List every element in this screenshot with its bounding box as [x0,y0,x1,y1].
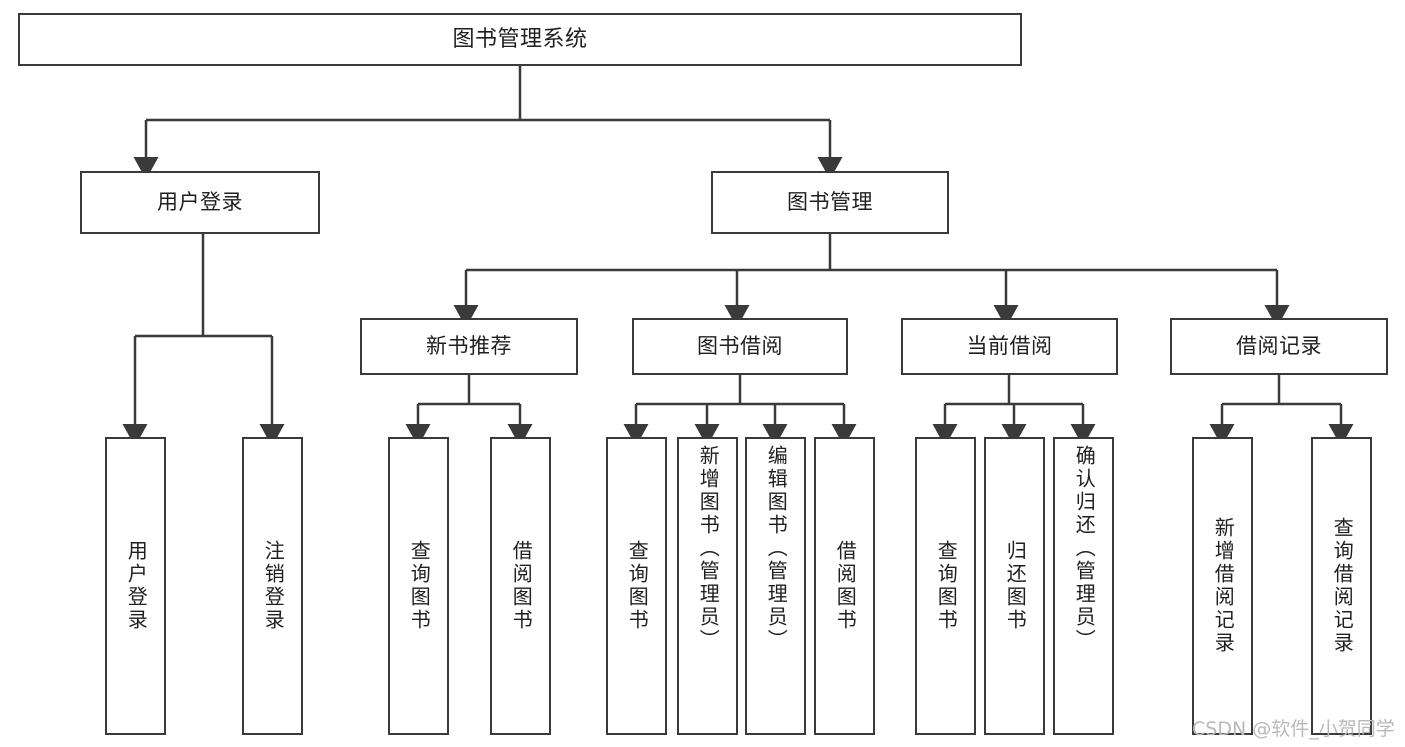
csdn-watermark: CSDN @软件_小贺同学 [1192,718,1395,740]
leaf-return-book[interactable]: 归还图书 [984,437,1045,735]
node-user-login[interactable]: 用户登录 [80,171,320,234]
leaf-user-login[interactable]: 用户登录 [105,437,166,735]
node-new-book-rec-label: 新书推荐 [426,334,512,359]
node-current-borrow[interactable]: 当前借阅 [901,318,1118,375]
leaf-edit-book-label: 编辑图书（管理员） [764,445,789,652]
leaf-borrow-book-1-label: 借阅图书 [509,540,534,632]
node-book-manage[interactable]: 图书管理 [711,171,949,234]
node-root-label: 图书管理系统 [452,26,588,52]
node-book-manage-label: 图书管理 [787,190,873,215]
leaf-borrow-book-2[interactable]: 借阅图书 [814,437,875,735]
leaf-add-record-label: 新增借阅记录 [1211,517,1236,655]
leaf-query-book-1-label: 查询图书 [407,540,432,632]
leaf-query-record[interactable]: 查询借阅记录 [1311,437,1372,735]
leaf-query-book-2-label: 查询图书 [625,540,650,632]
node-book-borrow[interactable]: 图书借阅 [632,318,848,375]
node-user-login-label: 用户登录 [157,190,243,215]
leaf-return-book-label: 归还图书 [1003,540,1028,632]
leaf-query-book-3[interactable]: 查询图书 [915,437,976,735]
node-borrow-record[interactable]: 借阅记录 [1170,318,1388,375]
leaf-add-book[interactable]: 新增图书（管理员） [677,437,738,735]
leaf-confirm-return-label: 确认归还（管理员） [1072,445,1097,652]
node-current-borrow-label: 当前借阅 [966,334,1053,359]
leaf-logout-login[interactable]: 注销登录 [242,437,303,735]
node-root[interactable]: 图书管理系统 [18,13,1022,66]
leaf-confirm-return[interactable]: 确认归还（管理员） [1053,437,1114,735]
leaf-edit-book[interactable]: 编辑图书（管理员） [745,437,806,735]
leaf-add-book-label: 新增图书（管理员） [696,445,721,652]
leaf-query-book-3-label: 查询图书 [934,540,959,632]
leaf-borrow-book-2-label: 借阅图书 [833,540,858,632]
node-new-book-rec[interactable]: 新书推荐 [360,318,578,375]
leaf-add-record[interactable]: 新增借阅记录 [1192,437,1253,735]
leaf-query-record-label: 查询借阅记录 [1330,517,1355,655]
leaf-user-login-label: 用户登录 [124,540,149,632]
leaf-query-book-1[interactable]: 查询图书 [388,437,449,735]
leaf-logout-login-label: 注销登录 [261,540,286,632]
leaf-query-book-2[interactable]: 查询图书 [606,437,667,735]
leaf-borrow-book-1[interactable]: 借阅图书 [490,437,551,735]
node-borrow-record-label: 借阅记录 [1236,334,1322,359]
node-book-borrow-label: 图书借阅 [697,334,783,359]
